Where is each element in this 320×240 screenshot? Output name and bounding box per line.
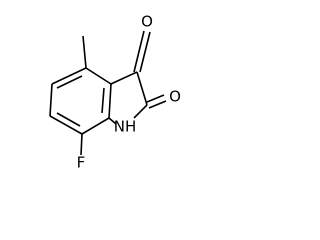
atom-label-oxygen-right: O (169, 88, 181, 106)
bond-ring-c7-c7a (81, 117, 110, 135)
structure-diagram: O O NH F (0, 0, 184, 172)
atom-label-fluorine: F (77, 154, 86, 172)
bond-carbonyl-right-b (148, 100, 167, 109)
bond-n1-c7a (108, 117, 117, 125)
bond-c2-n1 (133, 104, 148, 119)
bond-ring-c6-c7-inner (56, 112, 81, 127)
bond-carbonyl-top-a (133, 30, 145, 73)
bond-ring-c6-c7 (49, 115, 83, 135)
molecule-drawing: O O NH F (49, 13, 181, 172)
bond-ring-c5-c6 (49, 83, 53, 117)
bond-c3-c2 (136, 71, 148, 106)
bond-fluorine (80, 133, 83, 156)
bond-ring-c4-c5 (51, 67, 87, 85)
bond-ring-c4-c5-inner (56, 75, 83, 89)
bond-c3a-c3 (110, 71, 138, 85)
bond-ring-c3a-c4 (85, 67, 112, 85)
bond-carbonyl-right-a (146, 94, 165, 103)
bond-ring-c7a-c3a (108, 83, 112, 119)
bond-ring-c7a-c3a-inner (101, 87, 105, 114)
atom-label-nh: NH (114, 118, 137, 136)
atom-label-oxygen-top: O (141, 13, 153, 31)
bond-carbonyl-top-b (139, 31, 151, 73)
bond-methyl (82, 35, 87, 69)
